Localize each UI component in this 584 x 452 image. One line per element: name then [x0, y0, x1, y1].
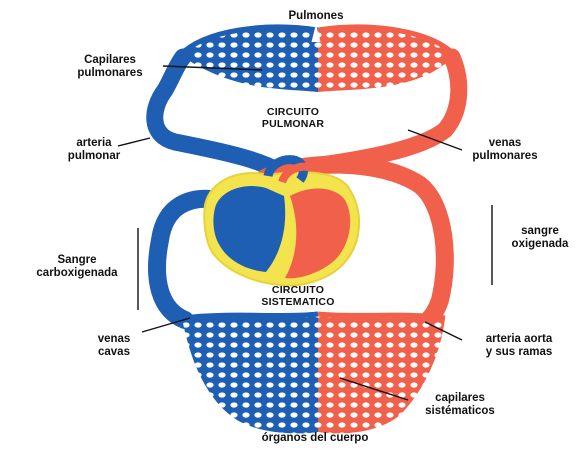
label-venas-cavas-line2: cavas [84, 346, 144, 358]
label-arteria-pulmonar-line1: arteria [60, 137, 128, 149]
label-sangre-oxigenada-line1: sangre [498, 225, 582, 237]
label-pulmones: Pulmones [276, 10, 356, 22]
label-sangre-carboxigenada-line2: carboxigenada [20, 267, 134, 279]
label-venas-pulmonares-line1: venas [455, 137, 555, 149]
label-arteria-aorta-line2: y sus ramas [460, 346, 578, 358]
systemic-capillaries-blue [182, 314, 318, 433]
label-circuito-sistematico-line2: SISTEMATICO [248, 297, 348, 308]
pulmonary-capillaries [180, 26, 455, 92]
pulmonary-capillaries-blue [180, 27, 318, 92]
label-organos-del-cuerpo: órganos del cuerpo [230, 432, 400, 444]
label-venas-pulmonares-line2: pulmonares [455, 150, 555, 162]
label-venas-cavas-line1: venas [84, 333, 144, 345]
label-circuito-pulmonar-line1: CIRCUITO [248, 107, 338, 118]
label-arteria-aorta-line1: arteria aorta [460, 333, 578, 345]
label-capilares-pulmonares-line2: pulmonares [60, 67, 160, 79]
label-sangre-oxigenada-line2: oxigenada [498, 238, 582, 250]
heart [204, 160, 359, 286]
label-capilares-pulmonares-line1: Capilares [60, 54, 160, 66]
label-arteria-pulmonar-line2: pulmonar [60, 150, 128, 162]
label-circuito-pulmonar-line2: PULMONAR [248, 119, 338, 130]
label-capilares-sistematicos-line2: sistématicos [398, 405, 522, 417]
pulmonary-capillaries-red [318, 27, 455, 92]
label-circuito-sistematico-line1: CIRCUITO [248, 285, 348, 296]
label-sangre-carboxigenada-line1: Sangre [20, 254, 134, 266]
label-capilares-sistematicos-line1: capilares [398, 392, 522, 404]
